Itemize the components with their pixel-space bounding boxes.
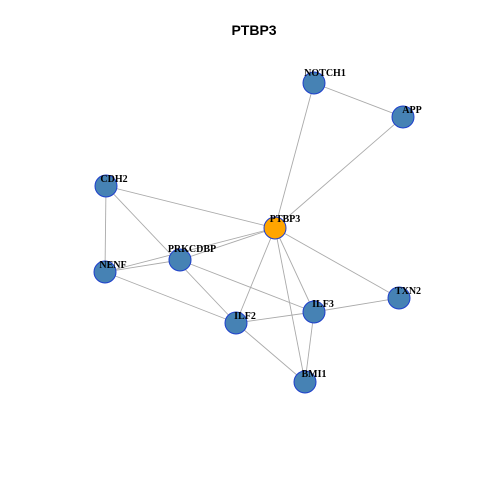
node-label-txn2: TXN2 (395, 286, 421, 297)
node-label-nenf: NENF (99, 260, 126, 271)
edge-ptbp3-ilf3 (274, 227, 315, 313)
node-notch1[interactable] (302, 71, 326, 95)
node-bmi1[interactable] (293, 370, 317, 394)
edge-notch1-ptbp3 (274, 82, 315, 229)
node-nenf[interactable] (93, 260, 117, 284)
edge-cdh2-ptbp3 (105, 185, 276, 229)
edge-notch1-app (313, 82, 404, 118)
graph-title: PTBP3 (231, 22, 276, 38)
node-app[interactable] (391, 105, 415, 129)
edge-ptbp3-bmi1 (274, 227, 306, 383)
edge-ptbp3-txn2 (274, 227, 400, 299)
edge-prkcdbp-ilf3 (179, 259, 315, 313)
edge-ilf3-txn2 (313, 297, 400, 313)
node-txn2[interactable] (387, 286, 411, 310)
node-label-notch1: NOTCH1 (304, 68, 346, 79)
node-ptbp3[interactable] (263, 216, 287, 240)
edge-prkcdbp-nenf (104, 259, 181, 273)
edge-ilf2-bmi1 (235, 322, 306, 383)
node-ilf2[interactable] (224, 311, 248, 335)
node-layer (93, 71, 415, 394)
edge-ptbp3-ilf2 (235, 227, 276, 324)
edge-ptbp3-prkcdbp (179, 227, 276, 261)
node-label-bmi1: BMI1 (302, 369, 327, 380)
edge-ilf3-ilf2 (235, 311, 315, 324)
node-label-ilf3: ILF3 (312, 299, 334, 310)
node-prkcdbp[interactable] (168, 248, 192, 272)
edge-cdh2-nenf (104, 185, 107, 273)
node-label-prkcdbp: PRKCDBP (168, 244, 216, 255)
node-cdh2[interactable] (94, 174, 118, 198)
edge-nenf-ilf2 (104, 271, 237, 324)
node-label-ptbp3: PTBP3 (270, 214, 301, 225)
edge-app-ptbp3 (274, 116, 404, 229)
edge-ilf3-bmi1 (304, 311, 315, 383)
edge-layer (104, 82, 404, 383)
node-label-app: APP (402, 105, 421, 116)
node-label-cdh2: CDH2 (100, 174, 127, 185)
node-label-ilf2: ILF2 (234, 311, 256, 322)
node-ilf3[interactable] (302, 300, 326, 324)
edge-ptbp3-nenf (104, 227, 276, 273)
